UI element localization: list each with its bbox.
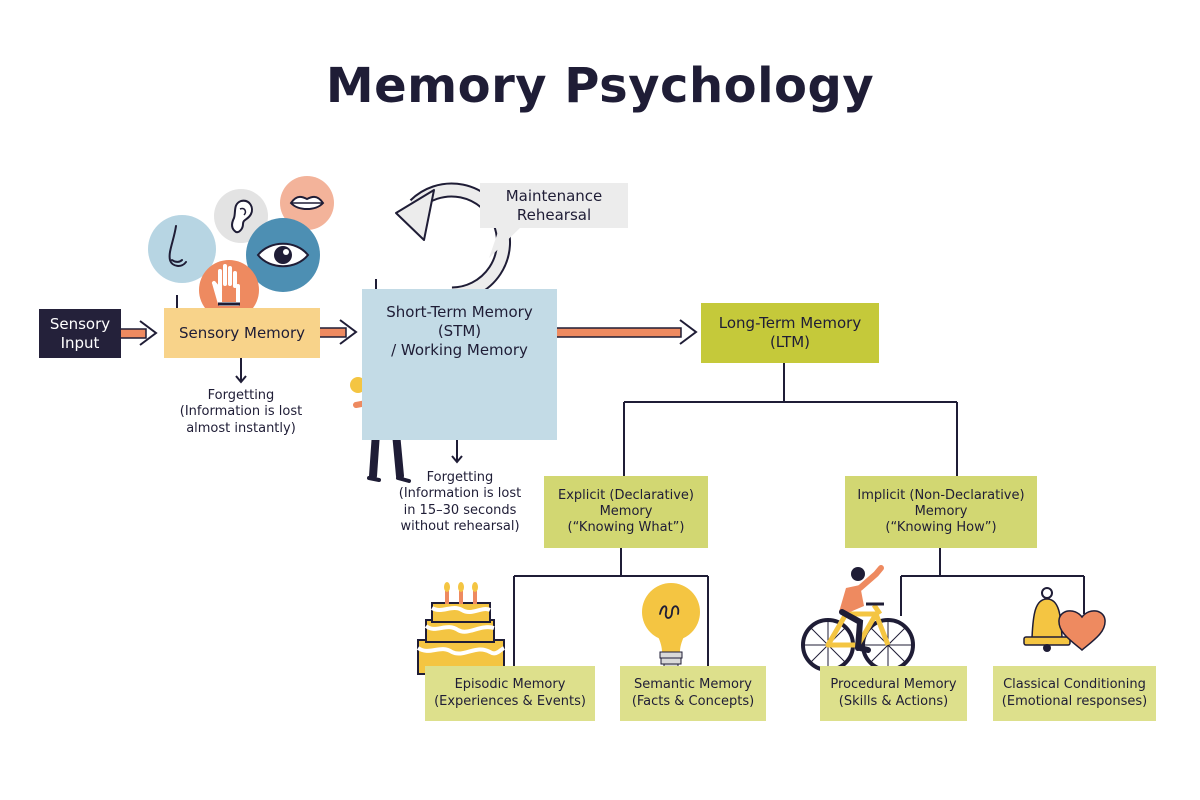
nose-icon [148,215,216,283]
sensory-input-line-2: Input [60,333,100,352]
forgetting-sensory-note: Forgetting (Information is lost almost i… [160,388,322,437]
ear-icon [214,189,268,243]
forgetting-sensory-line-1: Forgetting [207,388,275,403]
hierarchy-connectors [513,363,1085,666]
procedural-memory-box: Procedural Memory (Skills & Actions) [820,666,967,721]
forgetting-stm-line-3: in 15–30 seconds [403,502,517,518]
forgetting-sensory-line-2: (Information is lost [179,404,303,420]
diagram-title: Memory Psychology [325,58,875,114]
episodic-line-1: Episodic Memory [454,677,566,693]
bubble-tail [489,226,522,258]
explicit-memory-box: Explicit (Declarative) Memory (“Knowing … [544,476,708,548]
explicit-line-2: Memory [599,503,653,519]
implicit-line-1: Implicit (Non-Declarative) [857,487,1025,503]
forgetting-stm-line-4: without rehearsal) [400,518,520,534]
heart-icon [1058,610,1106,651]
forgetting-stm-note: Forgetting (Information is lost in 15–30… [384,470,536,535]
explicit-line-1: Explicit (Declarative) [558,487,694,503]
maintenance-rehearsal-bubble: Maintenance Rehearsal [480,183,628,228]
sensory-memory-box: Sensory Memory [164,308,320,358]
arrow-stm-to-ltm [550,319,698,345]
episodic-line-2: (Experiences & Events) [434,693,586,709]
classical-conditioning-box: Classical Conditioning (Emotional respon… [993,666,1156,721]
semantic-memory-box: Semantic Memory (Facts & Concepts) [620,666,766,721]
stm-line-1: Short-Term Memory [386,303,533,321]
maintenance-line-2: Rehearsal [516,205,592,224]
explicit-line-3: (“Knowing What”) [567,520,685,536]
arrow-sensory-forgetting [235,358,247,384]
sensory-input-box: Sensory Input [39,309,121,358]
episodic-memory-box: Episodic Memory (Experiences & Events) [425,666,595,721]
cake-icon [416,582,506,675]
sensory-input-line-1: Sensory [49,314,111,333]
procedural-line-1: Procedural Memory [830,677,957,693]
arrow-input-to-sensory [115,320,158,346]
stm-line-2: (STM) [437,321,482,340]
ltm-line-1: Long-Term Memory [718,314,862,333]
forgetting-stm-line-2: (Information is lost [398,486,522,502]
procedural-line-2: (Skills & Actions) [838,693,949,709]
maintenance-line-1: Maintenance [505,186,603,205]
classical-line-2: (Emotional responses) [1001,693,1148,709]
classical-line-1: Classical Conditioning [1003,677,1146,693]
arrow-sensory-to-stm [317,319,358,345]
stm-box: Short-Term Memory (STM) / Working Memory [362,289,557,440]
semantic-line-1: Semantic Memory [634,677,752,693]
sensory-memory-label: Sensory Memory [178,323,306,342]
implicit-line-2: Memory [914,503,968,519]
cyclist-icon [801,565,915,672]
eye-icon [246,218,320,292]
lightbulb-icon [642,583,700,670]
hand-icon [199,260,259,320]
forgetting-sensory-line-3: almost instantly) [186,420,296,436]
lips-icon [280,176,334,230]
ltm-box: Long-Term Memory (LTM) [701,303,879,363]
ltm-line-2: (LTM) [769,333,811,351]
bell-icon [1023,587,1071,652]
semantic-line-2: (Facts & Concepts) [631,693,755,709]
forgetting-stm-line-1: Forgetting [426,470,494,485]
implicit-memory-box: Implicit (Non-Declarative) Memory (“Know… [845,476,1037,548]
stm-line-3: / Working Memory [391,340,528,359]
implicit-line-3: (“Knowing How”) [885,520,997,536]
